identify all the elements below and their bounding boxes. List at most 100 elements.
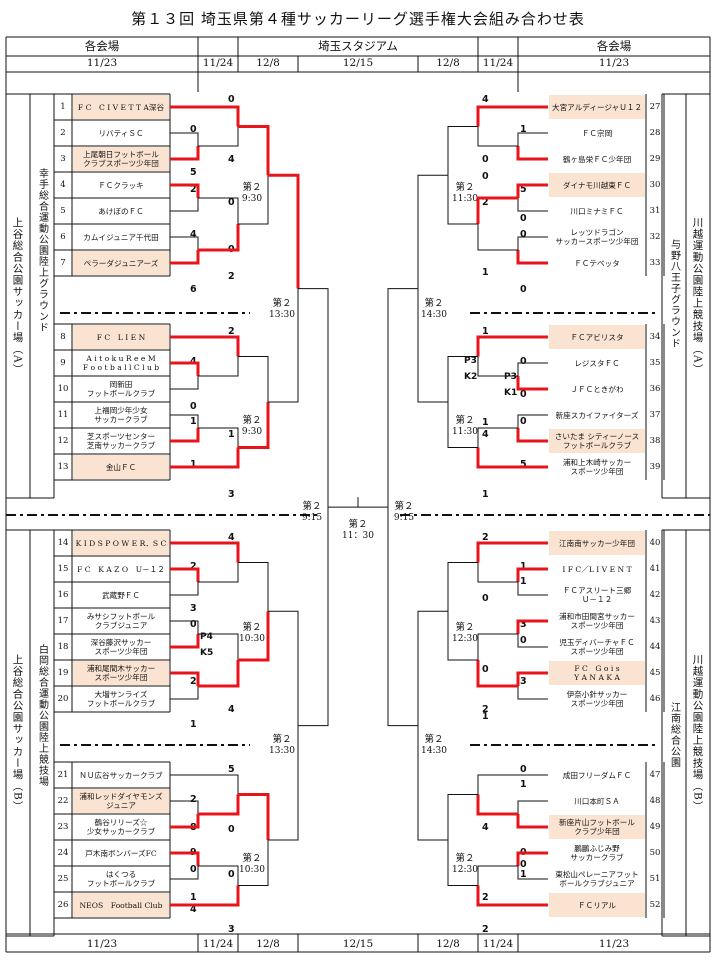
team-name: 大宮アルディージャＵ１２ (549, 95, 645, 119)
bracket-path (517, 362, 548, 376)
match-label: 第２ (242, 182, 262, 193)
team-name: 伊奈小針サッカー スポーツ少年団 (566, 690, 628, 708)
team-number: 51 (649, 874, 661, 884)
team-number: 17 (57, 616, 69, 626)
team-number: 3 (60, 154, 66, 164)
team-number: 24 (57, 848, 69, 858)
team-name: 大増サンライズ フットボールクラブ (86, 690, 156, 708)
team-number: 34 (649, 332, 661, 342)
score: 1 (482, 267, 489, 278)
score: 3 (520, 676, 527, 687)
score: 5 (520, 184, 527, 195)
team-name: A i t o k u R e e M F o o t b a l l C l … (82, 354, 160, 372)
team-number: 19 (57, 668, 69, 678)
header-date: 12/8 (436, 57, 460, 69)
team-number: 6 (60, 232, 66, 242)
bracket-path (516, 376, 548, 391)
team-name: ＦＣテベッタ (574, 258, 620, 268)
match-label: 第２ (394, 501, 414, 512)
team-name: 浦和尾間木サッカー スポーツ少年団 (73, 661, 169, 685)
bracket-path (417, 610, 448, 726)
team-name: 江南南サッカー少年団 (549, 531, 645, 555)
team-name: 鵬鵬ふじみ野 サッカークラブ (570, 844, 624, 862)
pk-score: P4 (200, 632, 213, 642)
bracket-path (170, 885, 240, 907)
bracket-path (477, 633, 518, 660)
bracket-path (170, 361, 200, 376)
team-name: レジスタＦＣ (574, 358, 620, 368)
match-time: 14:30 (421, 746, 447, 756)
match-label: 第２ (424, 298, 444, 309)
team-number: 16 (57, 590, 69, 600)
score: 0 (520, 635, 527, 646)
score: 0 (228, 824, 235, 835)
team-number: 42 (649, 590, 661, 600)
score: 4 (482, 822, 489, 833)
team-number: 21 (57, 770, 69, 780)
score: 1 (482, 326, 489, 337)
bracket-path (516, 671, 548, 686)
team-number: 40 (649, 538, 661, 548)
bracket-path (476, 447, 548, 469)
team-number: 4 (60, 180, 66, 190)
score: 2 (190, 794, 197, 805)
match-time: 9:30 (241, 427, 263, 437)
bracket-path (170, 250, 200, 265)
bracket-path (268, 610, 299, 726)
score: 1 (482, 489, 489, 500)
score: 5 (520, 459, 527, 470)
bracket-path (170, 620, 199, 634)
bracket-path (198, 562, 239, 583)
team-number: 20 (57, 694, 69, 704)
team-name: 金山ＦＣ (73, 455, 169, 479)
bracket-path (476, 105, 548, 127)
header-venue-left: 各会場 (84, 39, 120, 53)
team-number: 31 (649, 206, 661, 216)
bracket-path (447, 840, 478, 886)
bracket-path (517, 866, 548, 880)
header-date: 11/23 (86, 57, 118, 69)
score: 1 (520, 561, 527, 572)
bracket-path (170, 198, 199, 212)
team-name: 芝スポーツセンター 芝南サッカークラブ (86, 432, 156, 450)
score: 0 (520, 416, 527, 427)
header-date: 11/24 (202, 57, 234, 69)
team-name: ＦＣアスリート三郷 Ｕ－１２ (562, 586, 632, 604)
score: 1 (190, 719, 197, 730)
bracket-path (417, 725, 448, 841)
team-number: 10 (57, 384, 69, 394)
team-number: 35 (649, 358, 661, 368)
score: 0 (520, 284, 527, 295)
bracket-path (516, 851, 548, 866)
match-time: 11：30 (342, 531, 374, 541)
bracket-path (170, 132, 199, 146)
team-name: 東松山ペレーニアフット ボールクラブジュニア (555, 870, 639, 888)
team-number: 14 (57, 538, 69, 548)
score: 2 (190, 676, 197, 687)
team-number: 18 (57, 642, 69, 652)
team-name: ペラーダジュニアーズ (73, 251, 169, 275)
match-label: 第２ (242, 415, 262, 426)
bracket-path (517, 582, 548, 596)
match-time: 11:30 (452, 427, 478, 437)
venue-label: 川越運動公園陸上競技場（B） (691, 653, 704, 813)
bracket-path (517, 198, 548, 212)
bracket-path (516, 183, 548, 198)
bracket-path (517, 686, 548, 700)
team-name: さいたま シティーノース フットボールクラブ (549, 429, 645, 453)
score: 0 (190, 124, 197, 135)
team-name: 浦和上木崎サッカー スポーツ少年団 (562, 458, 632, 476)
pk-score: K2 (464, 372, 478, 382)
team-number: 49 (649, 822, 661, 832)
score: 2 (228, 326, 235, 337)
score: 1 (190, 459, 197, 470)
score: 0 (520, 764, 527, 775)
team-number: 23 (57, 822, 69, 832)
score: 0 (190, 401, 197, 412)
team-name: 川口ミナミＦＣ (570, 206, 624, 216)
bracket-path (417, 288, 448, 403)
bracket-path (170, 774, 239, 795)
bracket-path (238, 611, 270, 662)
bracket-path (477, 126, 518, 147)
